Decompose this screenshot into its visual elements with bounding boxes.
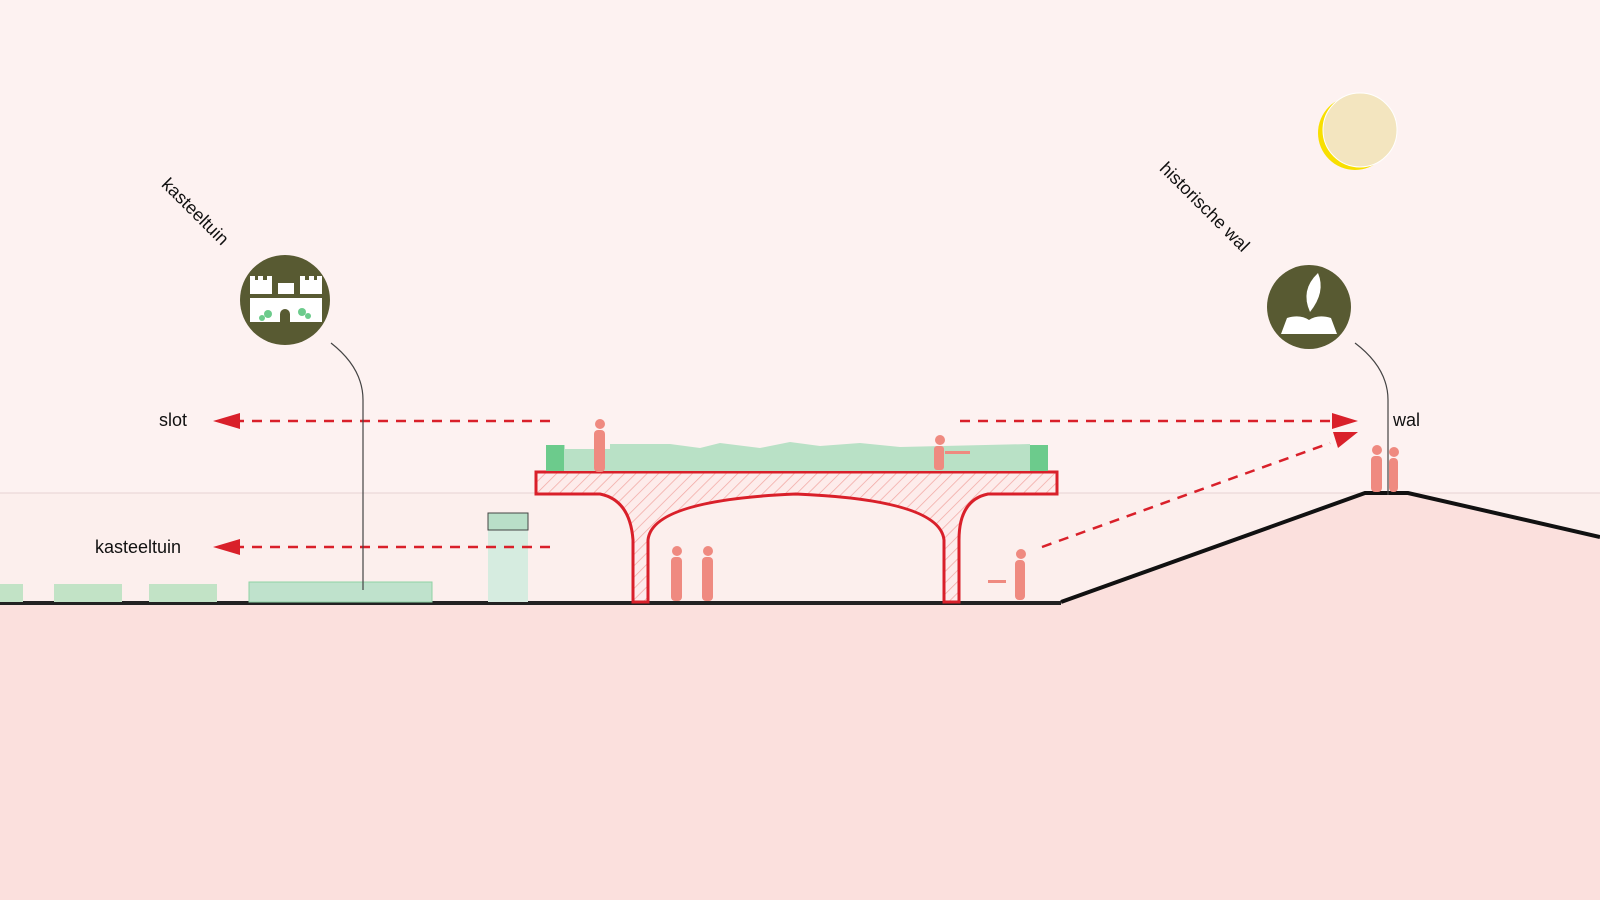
garden-beds: [0, 581, 433, 603]
person-icon: [934, 435, 945, 470]
sun-icon: [1318, 92, 1398, 170]
bridge: [534, 470, 1059, 604]
kasteeltuin-label: kasteeltuin: [95, 537, 182, 557]
person-icon: [1015, 549, 1026, 600]
person-icon: [1389, 447, 1399, 492]
slot-label: slot: [159, 410, 188, 430]
arrowhead-slot: [213, 413, 240, 429]
arrowhead-wal: [1332, 413, 1358, 429]
planter-left: [546, 445, 564, 471]
arrowhead-kasteeltuin: [213, 539, 240, 555]
person-icon: [594, 419, 605, 472]
leader-line-kasteeltuin: [330, 342, 364, 590]
arrowheads: [213, 413, 1358, 555]
person-icon: [702, 546, 713, 601]
table-icon: [988, 580, 1006, 583]
person-icon: [671, 546, 682, 601]
arrowhead-wal-diagonal: [1333, 432, 1358, 448]
leader-line-wal: [1354, 342, 1389, 495]
table-icon: [945, 451, 970, 454]
sightline-arrows: [240, 419, 1331, 549]
person-icon: [1371, 445, 1382, 492]
rampart-hill: [1061, 493, 1600, 900]
rampart-outline: [1060, 491, 1600, 604]
people-figures: [594, 419, 1399, 601]
castle-garden-icon: [240, 255, 330, 345]
planter-right: [1030, 445, 1048, 471]
wal-label: wal: [1393, 410, 1421, 430]
book-quill-icon: [1267, 265, 1351, 349]
green-roof: [546, 442, 1030, 471]
bin-lid: [487, 512, 529, 531]
